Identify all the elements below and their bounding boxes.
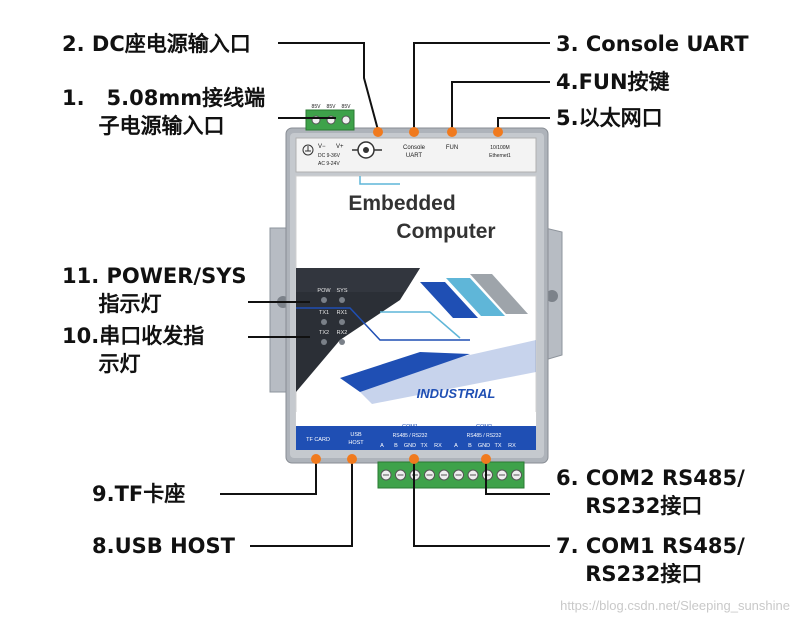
label-ac-range: AC 9-24V [318,161,340,167]
callout-power-sys: 11. POWER/SYS 指示灯 [62,264,247,316]
dot-ethernet [493,127,503,137]
top-port-labels: V− V+ DC 9-36V AC 9-24V Console UART FUN… [318,144,511,167]
terminal-top-label: 85V [327,104,337,110]
label-fun: FUN [446,145,458,151]
dot-dc-jack [373,127,383,137]
label-tf-card: TF CARD [306,437,330,443]
leader-com2 [485,460,550,495]
led-tx1 [321,319,327,325]
led-label-tx1: TX1 [319,310,329,316]
label-com1-rs: RS485 / RS232 [393,433,428,439]
leader-com1 [413,460,550,547]
led-tx2 [321,339,327,345]
dc-jack [352,141,382,159]
bottom-port-labels: TF CARD USB HOST COM1 COM2 RS485 / RS232… [306,424,516,449]
led-rx1 [339,319,345,325]
label-eth-port: Ethernet1 [489,153,511,159]
led-label-rx2: RX2 [337,330,348,336]
led-dark-panel [296,268,420,392]
label-com2: COM2 [476,424,492,430]
dot-console [409,127,419,137]
callout-com1: 7. COM1 RS485/ RS232接口 [556,534,745,586]
label-v-plus: V+ [336,144,344,150]
pin-label: TX [494,443,501,449]
dot-tf [311,454,321,464]
leader-tf [220,460,317,495]
dot-usb [347,454,357,464]
pin-label: RX [434,443,442,449]
led-label-pow: POW [317,288,331,294]
led-label-tx2: TX2 [319,330,329,336]
led-sys [339,297,345,303]
pin-label: B [394,443,398,449]
pin-label: A [454,443,458,449]
bottom-blue-band [296,426,536,450]
callout-ethernet: 5.以太网口 [556,106,663,130]
callout-dc-jack: 2. DC座电源输入口 [62,32,251,56]
label-usb: USB [350,432,362,438]
leader-fun [451,81,550,130]
label-console: Console [403,145,426,151]
pin-label: RX [508,443,516,449]
decorative-stripes [296,176,536,404]
callout-dots [311,127,503,464]
pin-label: GND [404,443,416,449]
device-title-line2: Computer [396,220,495,243]
led-label-rx1: RX1 [337,310,348,316]
bottom-terminal-block [377,461,525,489]
label-com1: COM1 [402,424,418,430]
dot-com1 [409,454,419,464]
watermark: https://blog.csdn.net/Sleeping_sunshine [560,598,790,613]
dot-fun [447,127,457,137]
label-uart: UART [406,153,423,159]
label-v-minus: V− [318,144,326,150]
industrial-label: INDUSTRIAL [417,386,496,401]
terminal-top-label: 85V [312,104,322,110]
leader-dc-jack [278,42,379,131]
label-dc-range: DC 9-36V [318,153,341,159]
label-host: HOST [348,440,364,446]
callout-usb: 8.USB HOST [92,534,235,558]
callout-com2: 6. COM2 RS485/ RS232接口 [556,466,745,518]
leader-lines [220,42,550,547]
device-title-line1: Embedded [348,192,455,215]
callout-tf: 9.TF卡座 [92,482,186,506]
pin-label: TX [420,443,427,449]
flange-hole-right [546,290,558,302]
led-rx2 [339,339,345,345]
callout-terminal-power: 1. 5.08mm接线端 子电源输入口 [62,86,266,138]
ground-icon [302,144,314,156]
callout-serial-leds: 10.串口收发指 示灯 [62,324,205,376]
leader-ethernet [497,117,550,130]
pin-label: A [380,443,384,449]
leader-console [413,42,550,130]
dot-com2 [481,454,491,464]
led-pow [321,297,327,303]
terminal-top-label: 85V [342,104,352,110]
leader-usb [250,460,353,547]
pin-label: GND [478,443,490,449]
label-eth-speed: 10/100M [490,145,509,151]
callout-console: 3. Console UART [556,32,749,56]
led-label-sys: SYS [336,288,347,294]
top-connector-strip [295,137,537,173]
label-com2-rs: RS485 / RS232 [467,433,502,439]
callout-fun: 4.FUN按键 [556,70,670,94]
pin-label: B [468,443,472,449]
